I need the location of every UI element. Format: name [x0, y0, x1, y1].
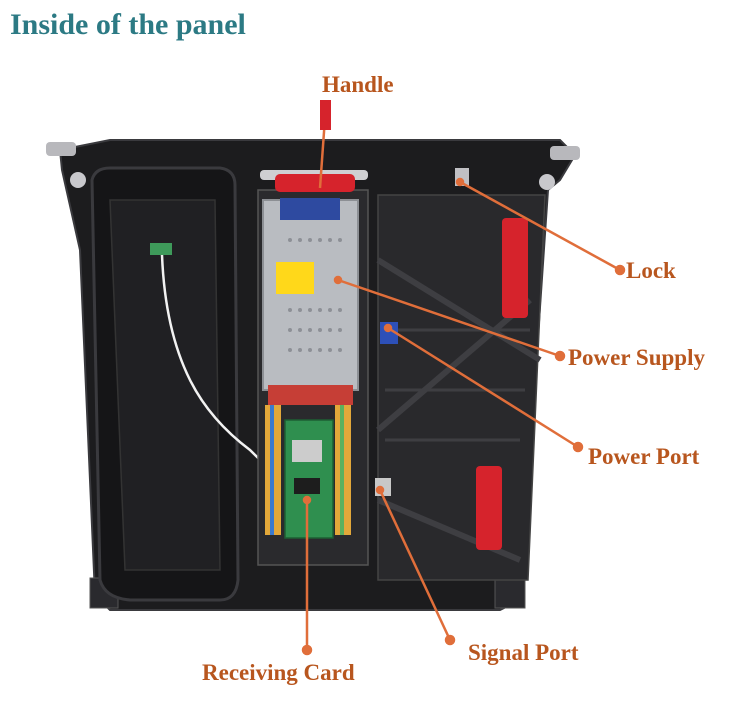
handle: [260, 170, 368, 192]
ribbon-cables: [265, 405, 351, 535]
callout-receiving-card: Receiving Card: [202, 660, 355, 685]
power-supply-unit: [262, 198, 359, 405]
open-module-cover: [90, 166, 301, 602]
callout-power-supply: Power Supply: [568, 345, 705, 370]
page-title: Inside of the panel: [10, 8, 246, 41]
callout-handle: Handle: [322, 72, 394, 97]
callout-power-port: Power Port: [588, 444, 700, 469]
callout-leader-lines: [301, 100, 626, 656]
callout-signal-port: Signal Port: [468, 640, 579, 665]
receiving-card: [284, 419, 334, 539]
lock-latches: [455, 168, 528, 550]
callout-lock: Lock: [626, 258, 676, 283]
